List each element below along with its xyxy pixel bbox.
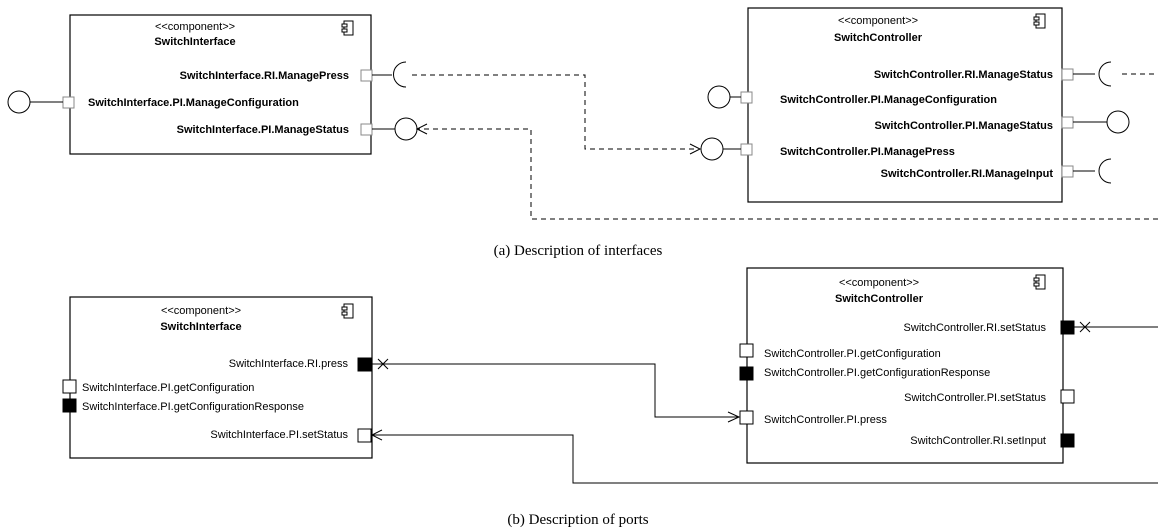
port-label: SwitchInterface.PI.getConfigurationRespo… bbox=[82, 401, 304, 413]
provided-interface-lollipop[interactable] bbox=[394, 117, 418, 141]
interface-label: SwitchInterface.RI.ManagePress bbox=[180, 70, 349, 82]
required-interface-socket[interactable] bbox=[1098, 158, 1112, 184]
port-required[interactable] bbox=[62, 398, 77, 413]
stereotype-label: <<component>> bbox=[155, 21, 235, 33]
port-provided[interactable] bbox=[739, 410, 754, 425]
component-name: SwitchInterface bbox=[160, 321, 241, 333]
port-label: SwitchController.PI.setStatus bbox=[904, 392, 1046, 404]
component-icon bbox=[341, 303, 354, 319]
provided-interface-lollipop[interactable] bbox=[1106, 110, 1130, 134]
component-box bbox=[69, 296, 373, 459]
port-label: SwitchInterface.PI.setStatus bbox=[210, 429, 348, 441]
port[interactable] bbox=[1061, 165, 1074, 178]
interfaces-diagram: <<component>> SwitchInterface SwitchInte… bbox=[7, 7, 1158, 259]
dashed-connector bbox=[412, 74, 698, 150]
required-interface-socket[interactable] bbox=[1098, 61, 1112, 87]
required-interface-socket[interactable] bbox=[393, 61, 407, 88]
component-switch-controller-a[interactable]: <<component>> SwitchController bbox=[747, 7, 1063, 203]
interface-label: SwitchInterface.PI.ManageConfiguration bbox=[88, 97, 299, 109]
component-icon bbox=[341, 20, 354, 36]
component-icon bbox=[1033, 13, 1046, 29]
port-required[interactable] bbox=[739, 366, 754, 381]
component-switch-interface-b[interactable]: <<component>> SwitchInterface bbox=[69, 296, 373, 459]
port-label: SwitchController.PI.getConfiguration bbox=[764, 348, 941, 360]
component-box bbox=[69, 14, 372, 155]
port-label: SwitchController.PI.press bbox=[764, 414, 887, 426]
port-label: SwitchInterface.RI.press bbox=[229, 358, 349, 370]
port-required[interactable] bbox=[357, 357, 372, 372]
component-name: SwitchInterface bbox=[154, 36, 235, 48]
cross-mark bbox=[1079, 321, 1091, 333]
port[interactable] bbox=[740, 143, 753, 156]
caption-ports: (b) Description of ports bbox=[507, 512, 648, 528]
ports-diagram: <<component>> SwitchInterface SwitchInte… bbox=[62, 267, 1158, 528]
interface-label: SwitchController.PI.ManageStatus bbox=[875, 120, 1053, 132]
cross-mark bbox=[377, 358, 389, 370]
port[interactable] bbox=[1061, 68, 1074, 81]
port-provided[interactable] bbox=[62, 379, 77, 394]
provided-interface-lollipop[interactable] bbox=[700, 137, 724, 161]
port[interactable] bbox=[360, 123, 373, 136]
port-connector bbox=[372, 434, 1158, 484]
component-switch-controller-b[interactable]: <<component>> SwitchController bbox=[746, 267, 1064, 464]
port-provided[interactable] bbox=[739, 343, 754, 358]
arrow-head bbox=[727, 411, 741, 423]
component-box bbox=[746, 267, 1064, 464]
interface-label: SwitchController.PI.ManagePress bbox=[780, 146, 955, 158]
caption-interfaces: (a) Description of interfaces bbox=[494, 243, 663, 259]
arrow-head bbox=[370, 429, 383, 441]
component-switch-interface-a[interactable]: <<component>> SwitchInterface bbox=[69, 14, 372, 155]
port-provided[interactable] bbox=[357, 428, 372, 443]
port-label: SwitchController.PI.getConfigurationResp… bbox=[764, 367, 990, 379]
component-box bbox=[747, 7, 1063, 203]
port[interactable] bbox=[62, 96, 75, 109]
port-provided[interactable] bbox=[1060, 389, 1075, 404]
provided-interface-lollipop[interactable] bbox=[7, 90, 31, 114]
port-required[interactable] bbox=[1060, 320, 1075, 335]
component-name: SwitchController bbox=[835, 293, 924, 305]
port-label: SwitchController.RI.setInput bbox=[910, 435, 1046, 447]
interface-label: SwitchController.PI.ManageConfiguration bbox=[780, 94, 997, 106]
interface-label: SwitchController.RI.ManageStatus bbox=[874, 69, 1053, 81]
stereotype-label: <<component>> bbox=[161, 305, 241, 317]
interface-label: SwitchController.RI.ManageInput bbox=[881, 168, 1054, 180]
component-name: SwitchController bbox=[834, 32, 923, 44]
port[interactable] bbox=[1061, 116, 1074, 129]
port[interactable] bbox=[740, 91, 753, 104]
component-icon bbox=[1033, 274, 1046, 290]
interface-label: SwitchInterface.PI.ManageStatus bbox=[177, 124, 349, 136]
arrow-head bbox=[689, 143, 702, 155]
port-connector bbox=[371, 363, 738, 418]
stereotype-label: <<component>> bbox=[838, 15, 918, 27]
port-required[interactable] bbox=[1060, 433, 1075, 448]
port-label: SwitchController.RI.setStatus bbox=[904, 322, 1047, 334]
port-label: SwitchInterface.PI.getConfiguration bbox=[82, 382, 254, 394]
provided-interface-lollipop[interactable] bbox=[707, 85, 731, 109]
stereotype-label: <<component>> bbox=[839, 277, 919, 289]
port[interactable] bbox=[360, 69, 373, 82]
arrow-head bbox=[415, 123, 428, 135]
